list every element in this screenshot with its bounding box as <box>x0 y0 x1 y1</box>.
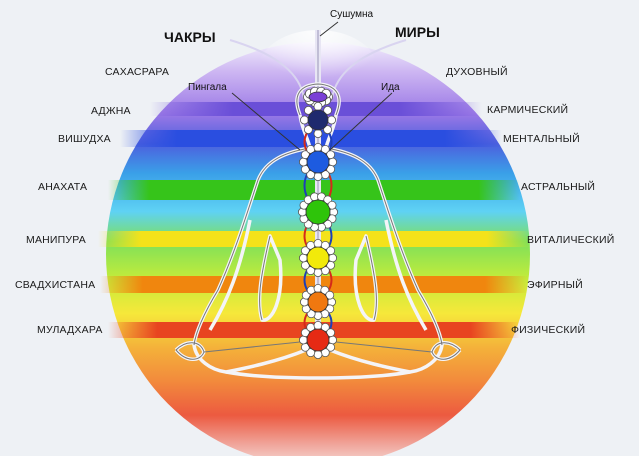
world-label-vital: ВИТАЛИЧЕСКИЙ <box>527 234 615 246</box>
world-label-astral: АСТРАЛЬНЫЙ <box>521 181 596 193</box>
chakra-label-sahasrara: САХАСРАРА <box>105 66 170 78</box>
chakra-muladhara <box>298 320 338 360</box>
chakra-label-manipura: МАНИПУРА <box>26 234 87 246</box>
chakra-anahata <box>297 192 339 232</box>
chakra-petal <box>313 268 323 278</box>
chakra-petal <box>298 157 308 167</box>
world-label-karmic: КАРМИЧЕСКИЙ <box>487 104 569 116</box>
chakra-ajna <box>299 102 337 139</box>
chakra-petal <box>299 115 309 125</box>
chakra-petal <box>328 335 338 345</box>
band-mental <box>120 130 502 147</box>
worlds-heading: МИРЫ <box>395 24 440 40</box>
sushumna-leader <box>319 21 339 37</box>
chakra-petal <box>313 102 323 111</box>
chakra-core <box>306 150 330 174</box>
band-etheric <box>100 276 528 293</box>
chakra-label-muladhara: МУЛАДХАРА <box>37 324 103 336</box>
chakra-label-vishuddha: ВИШУДХА <box>58 133 111 145</box>
chakra-petal <box>298 335 308 345</box>
chakras-heading: ЧАКРЫ <box>164 29 216 45</box>
chakra-petal <box>323 105 333 115</box>
world-label-mental: МЕНТАЛЬНЫЙ <box>503 133 580 145</box>
ida-label: Ида <box>381 82 400 93</box>
chakra-core <box>305 199 331 225</box>
band-astral <box>108 180 520 200</box>
chakra-core <box>306 246 330 270</box>
chakra-label-ajna: АДЖНА <box>91 105 131 117</box>
chakra-petal <box>328 157 338 167</box>
chakra-core <box>308 91 328 103</box>
world-label-physical: ФИЗИЧЕСКИЙ <box>511 324 586 336</box>
chakra-discs <box>297 86 339 360</box>
band-vital <box>98 231 530 247</box>
chakra-petal <box>328 253 338 263</box>
chakra-petal <box>313 172 323 182</box>
chakra-label-svadhisthana: СВАДХИСТАНА <box>15 279 96 291</box>
pingala-leader <box>231 92 301 151</box>
pingala-label: Пингала <box>188 82 227 93</box>
ida-leader <box>329 92 393 151</box>
world-label-spiritual: ДУХОВНЫЙ <box>446 66 508 78</box>
chakra-petal <box>313 350 323 360</box>
sushumna-label: Сушумна <box>330 9 374 20</box>
chakra-vishuddha <box>298 142 338 182</box>
chakra-core <box>306 328 330 352</box>
chakra-core <box>307 291 329 313</box>
chakra-petal <box>303 105 313 115</box>
world-label-etheric: ЭФИРНЫЙ <box>527 279 583 291</box>
world-bands <box>98 102 530 338</box>
chakra-petal <box>313 142 323 152</box>
chakra-petal <box>323 125 333 135</box>
chakra-petal <box>303 125 313 135</box>
chakra-svadhisthana <box>299 283 337 321</box>
chakra-petal <box>313 238 323 248</box>
chakra-petal <box>313 129 323 139</box>
chakra-label-anahata: АНАХАТА <box>38 181 88 193</box>
figure-inner-line <box>175 83 461 360</box>
chakra-petal <box>327 115 337 125</box>
chakra-manipura <box>298 238 338 278</box>
chakra-petal <box>313 320 323 330</box>
chakra-petal <box>298 253 308 263</box>
chakra-core <box>307 109 329 131</box>
